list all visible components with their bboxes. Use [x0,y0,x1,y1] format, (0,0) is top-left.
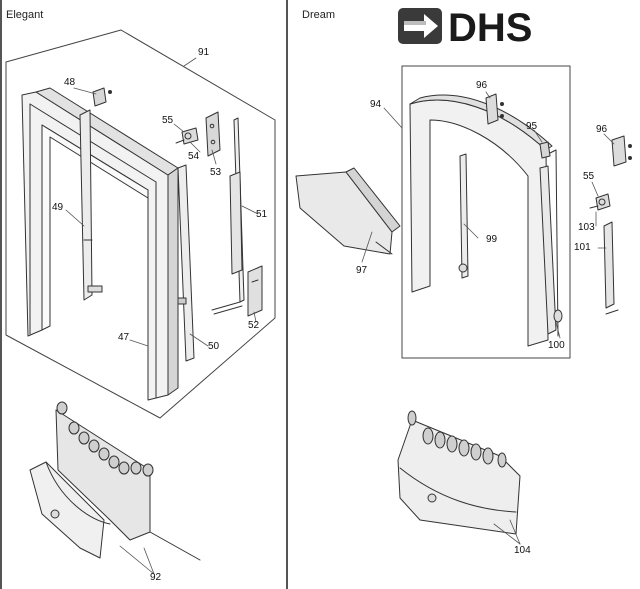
label-47: 47 [118,332,130,343]
label-94: 94 [370,99,382,110]
label-100: 100 [548,340,565,351]
label-104: 104 [514,545,531,556]
strip-50 [177,164,195,362]
fret-92 [29,401,201,561]
label-101: 101 [574,242,591,253]
panel-97 [295,167,401,255]
elegant-frame [21,87,179,401]
rail-99 [458,153,469,279]
label-103: 103 [578,222,595,233]
bracket-96-inner [485,93,504,125]
left-panel-border [0,0,2,589]
strip-100 [539,165,563,335]
label-53: 53 [210,167,222,178]
arrow-right-icon [404,14,438,38]
label-55-right: 55 [583,171,595,182]
label-96-outer: 96 [596,124,608,135]
dhs-logo: DHS [398,6,532,47]
clip-95 [539,141,551,159]
rail-101 [603,221,619,315]
leader-lines [65,57,615,575]
hinge-55-54 [175,127,199,145]
label-50: 50 [208,341,220,352]
label-99: 99 [486,234,498,245]
label-48: 48 [64,77,76,88]
fret-104 [397,410,521,535]
bracket-52 [247,265,263,317]
bracket-53 [205,111,221,157]
label-55-left: 55 [162,115,174,126]
label-95: 95 [526,121,538,132]
elegant-panel-title: Elegant [6,9,44,21]
dream-frame-box [401,65,571,359]
label-49: 49 [52,202,64,213]
bracket-96-outer [611,135,632,167]
dream-panel-title: Dream [302,9,336,21]
label-92: 92 [150,572,162,583]
bracket-48 [92,87,112,107]
elegant-surround-outline [5,29,276,419]
bracket-49 [79,109,103,301]
label-91: 91 [198,47,210,58]
label-52: 52 [248,320,260,331]
label-54: 54 [188,151,200,162]
label-97: 97 [356,265,368,276]
label-96-inner: 96 [476,80,488,91]
label-51: 51 [256,209,268,220]
logo-text: DHS [448,6,532,47]
rail-51 [211,117,245,315]
panel-divider [286,0,288,589]
hinge-55-right [589,193,611,211]
